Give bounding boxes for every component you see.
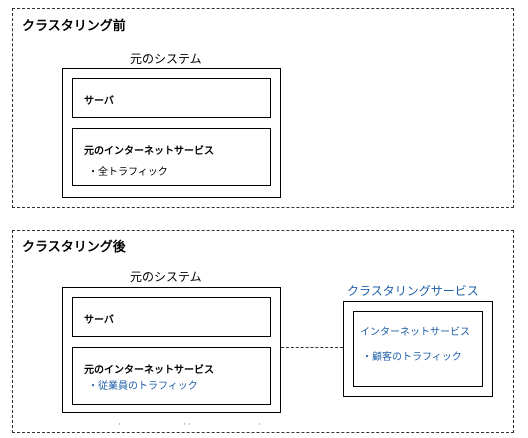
clustering-service-title: クラスタリングサービス — [347, 284, 479, 298]
before-all-traffic-label: ・全トラフィック — [88, 167, 168, 178]
after-server-label: サーバ — [84, 315, 114, 326]
clustering-service-box — [343, 301, 493, 397]
after-original-system-box — [62, 287, 281, 413]
before-original-system-box — [62, 68, 281, 198]
after-clustering-title: クラスタリング後 — [22, 240, 126, 255]
after-employee-traffic-label: ・従業員のトラフィック — [88, 381, 198, 392]
clustering-internet-service-box — [353, 311, 483, 387]
before-internet-service-box — [72, 128, 271, 186]
before-internet-service-label: 元のインターネットサービス — [84, 146, 214, 157]
decorative-dots: ·· — [183, 420, 193, 430]
before-clustering-title: クラスタリング前 — [22, 19, 126, 34]
before-clustering-panel — [12, 8, 514, 208]
decorative-dots: · — [118, 420, 123, 430]
before-original-system-title: 元のシステム — [130, 52, 202, 66]
dashed-connector — [281, 347, 343, 348]
after-internet-service-box — [72, 347, 271, 405]
before-server-box — [72, 78, 271, 118]
customer-traffic-label: ・顧客のトラフィック — [362, 352, 462, 363]
after-original-system-title: 元のシステム — [130, 270, 202, 284]
clustering-internet-service-label: インターネットサービス — [360, 327, 470, 338]
after-internet-service-label: 元のインターネットサービス — [84, 365, 214, 376]
before-server-label: サーバ — [84, 96, 114, 107]
after-server-box — [72, 297, 271, 337]
decorative-dots: · — [258, 420, 263, 430]
after-clustering-panel — [12, 230, 514, 433]
